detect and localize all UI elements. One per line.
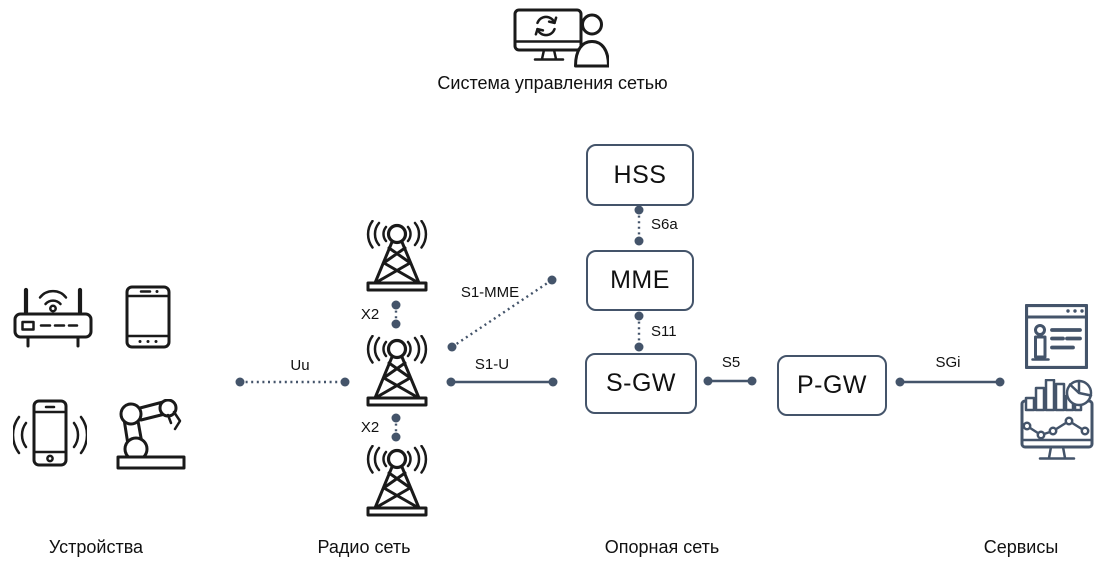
- line-chart-glyph: [1024, 418, 1088, 438]
- link-x2-top-label: X2: [360, 306, 380, 323]
- link-s5-line: [703, 376, 757, 386]
- network-management-icon: [513, 8, 609, 68]
- node-sgw: S-GW: [585, 353, 697, 414]
- monitor-frame: [515, 10, 581, 50]
- link-s5-label: S5: [721, 354, 741, 371]
- pie-chart-glyph: [1067, 381, 1091, 405]
- info-page-icon: [1025, 304, 1088, 369]
- cell-tower-icon-top: [351, 220, 443, 294]
- link-s6a-line: [634, 205, 644, 246]
- link-sgi-label: SGi: [935, 354, 961, 371]
- node-sgw-label: S-GW: [605, 369, 677, 397]
- link-uu-label: Uu: [290, 357, 310, 374]
- link-s11-line: [634, 311, 644, 352]
- link-x2-bottom-label: X2: [360, 419, 380, 436]
- cell-tower-icon-middle: [351, 335, 443, 409]
- info-glyph: [1033, 326, 1049, 360]
- node-mme: MME: [586, 250, 694, 311]
- core-section-label: Опорная сеть: [604, 537, 720, 557]
- link-uu-line: [235, 377, 350, 387]
- node-mme-label: MME: [610, 266, 670, 294]
- node-hss: HSS: [586, 144, 694, 206]
- analytics-dashboard-icon: [1019, 379, 1095, 463]
- link-s11-label: S11: [651, 323, 677, 340]
- link-s1-u-label: S1-U: [474, 356, 510, 373]
- sync-arrows-icon: [536, 17, 556, 35]
- devices-section-label: Устройства: [48, 537, 144, 557]
- link-s1-u-line: [446, 377, 558, 387]
- link-s1-mme-label: S1-MME: [460, 284, 520, 301]
- link-sgi-line: [895, 377, 1005, 387]
- cell-tower-icon-bottom: [351, 445, 443, 519]
- link-x2-bottom-line: [391, 413, 401, 442]
- tablet-icon: [125, 285, 171, 349]
- radio-section-label: Радио сеть: [317, 537, 411, 557]
- person-icon: [576, 15, 609, 66]
- robot-arm-icon: [116, 399, 188, 471]
- node-pgw-label: P-GW: [796, 371, 868, 399]
- services-section-label: Сервисы: [983, 537, 1059, 557]
- router-icon: [13, 283, 93, 351]
- smartphone-icon: [13, 399, 87, 469]
- link-x2-top-line: [391, 300, 401, 329]
- link-s6a-label: S6a: [651, 216, 678, 233]
- management-section-label: Система управления сетью: [437, 73, 668, 93]
- node-pgw: P-GW: [777, 355, 887, 416]
- node-hss-label: HSS: [613, 160, 667, 189]
